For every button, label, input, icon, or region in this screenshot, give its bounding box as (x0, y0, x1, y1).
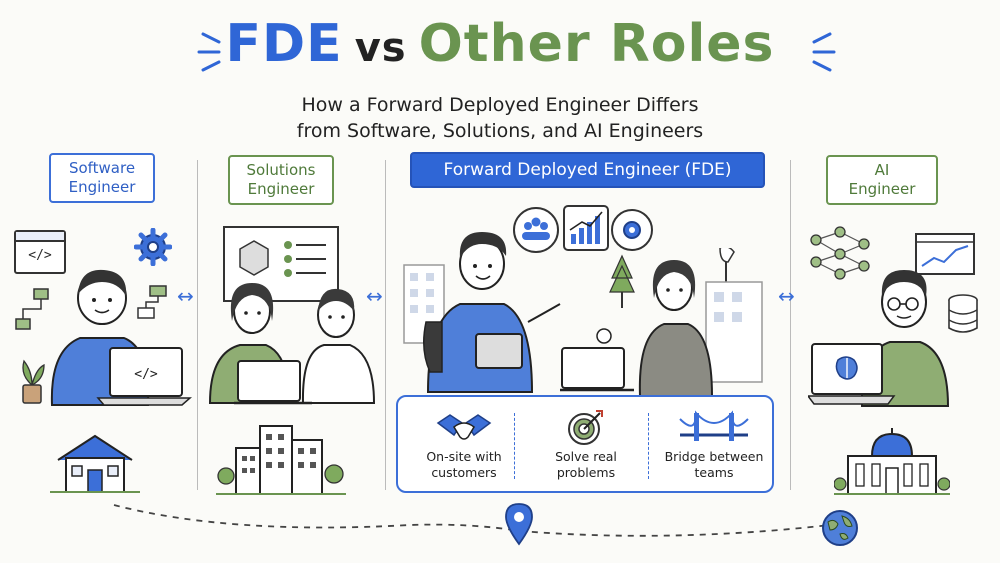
location-pin-icon (505, 503, 533, 546)
divider-2 (385, 160, 386, 490)
globe-icon (822, 510, 858, 546)
feature-solve: Solve real problems (526, 409, 646, 481)
title-vs: vs (354, 25, 407, 71)
feature-onsite: On-site with customers (404, 409, 524, 481)
sparkle-left-icon (197, 32, 221, 72)
title-other-roles: Other Roles (418, 14, 775, 74)
arrow-2-icon: ↔ (366, 284, 383, 308)
speech-bubbles-icon (513, 205, 653, 253)
gear-icon (134, 228, 172, 266)
divider-3 (790, 160, 791, 490)
ai-engineer-label: AI Engineer (826, 155, 938, 205)
solutions-engineer-people (208, 283, 376, 405)
target-icon (568, 410, 603, 445)
fde-features-box: On-site with customers Solve real proble… (396, 395, 774, 493)
bridge-icon (679, 410, 749, 441)
arrow-1-icon: ↔ (177, 284, 194, 308)
title-fde: FDE (225, 14, 343, 74)
fde-person (423, 232, 561, 393)
feature-separator-2 (648, 413, 649, 479)
handshake-icon (436, 414, 492, 440)
software-engineer-person: </> (50, 269, 192, 406)
customer-scene (560, 248, 763, 397)
subtitle-line-2: from Software, Solutions, and AI Enginee… (296, 120, 704, 142)
database-icon (948, 294, 978, 333)
journey-dashed-path (113, 504, 831, 537)
neural-network-icon (810, 226, 870, 280)
software-engineer-label: Software Engineer (49, 153, 155, 203)
analytics-chart-icon (915, 233, 975, 275)
ai-engineer-person (808, 270, 950, 407)
city-buildings-icon (216, 425, 346, 495)
domed-building-icon (834, 428, 950, 495)
sparkle-right-icon (812, 32, 836, 72)
feature-separator-1 (514, 413, 515, 479)
solutions-engineer-label: Solutions Engineer (228, 155, 334, 205)
subtitle: How a Forward Deployed Engineer Differs … (0, 92, 1000, 144)
diagram-nodes-icon (137, 285, 167, 319)
whiteboard-icon (223, 226, 339, 302)
svg-text:</>: </> (134, 367, 158, 382)
arrow-3-icon: ↔ (778, 284, 795, 308)
feature-bridge: Bridge between teams (654, 409, 774, 481)
code-window-icon: </> (14, 230, 66, 274)
flowchart-icon (15, 288, 49, 330)
house-icon (50, 434, 140, 493)
subtitle-line-1: How a Forward Deployed Engineer Differs (301, 94, 699, 116)
fde-label: Forward Deployed Engineer (FDE) (410, 152, 765, 188)
divider-1 (197, 160, 198, 490)
plant-icon (22, 359, 45, 404)
